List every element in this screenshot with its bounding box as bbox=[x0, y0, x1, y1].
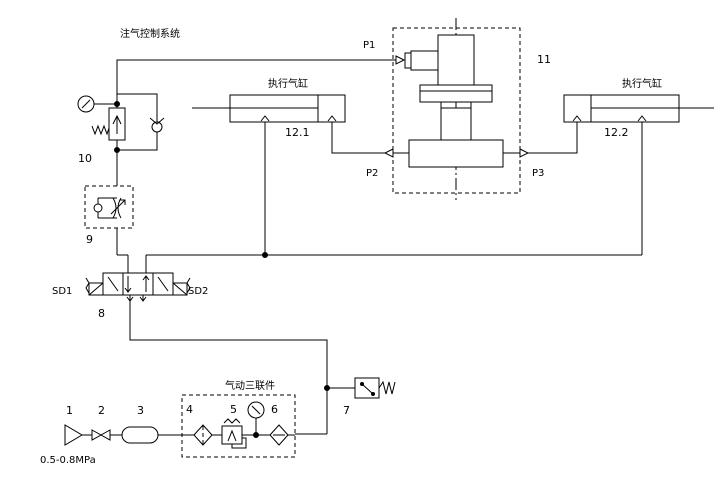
solenoid-valve-8 bbox=[85, 272, 191, 302]
label-12-1: 12.1 bbox=[285, 126, 310, 139]
label-4: 4 bbox=[186, 403, 193, 416]
label-cylinder-12-1: 执行气缸 bbox=[268, 77, 308, 90]
label-1: 1 bbox=[66, 404, 73, 417]
junction-dot bbox=[324, 385, 330, 391]
label-6: 6 bbox=[271, 403, 278, 416]
label-11: 11 bbox=[537, 53, 551, 66]
label-3: 3 bbox=[137, 404, 144, 417]
port-p1-arrow bbox=[395, 55, 406, 65]
label-p3: P3 bbox=[532, 168, 544, 179]
label-cylinder-12-2: 执行气缸 bbox=[622, 77, 662, 90]
port-p3-arrow bbox=[519, 148, 530, 158]
injection-assembly-11 bbox=[392, 18, 521, 200]
label-8: 8 bbox=[98, 307, 105, 320]
frl-unit bbox=[181, 394, 296, 458]
label-pressure: 0.5-0.8MPa bbox=[40, 455, 96, 466]
label-5: 5 bbox=[230, 403, 237, 416]
air-source-icon bbox=[64, 424, 83, 446]
air-tank-3 bbox=[121, 426, 159, 444]
diagram-title: 注气控制系统 bbox=[120, 27, 180, 40]
flow-control-valve-9 bbox=[84, 185, 134, 229]
label-p1: P1 bbox=[363, 40, 375, 51]
pressure-switch-7 bbox=[354, 377, 396, 399]
pressure-regulator-10 bbox=[77, 93, 165, 153]
port-p2-arrow bbox=[383, 148, 394, 158]
label-12-2: 12.2 bbox=[604, 126, 629, 139]
label-2: 2 bbox=[98, 404, 105, 417]
label-p2: P2 bbox=[366, 168, 378, 179]
label-7: 7 bbox=[343, 404, 350, 417]
label-frl: 气动三联件 bbox=[225, 379, 275, 392]
label-sd2: SD2 bbox=[188, 286, 208, 297]
cylinder-12-2 bbox=[563, 94, 714, 123]
label-9: 9 bbox=[86, 233, 93, 246]
cylinder-12-1 bbox=[192, 94, 346, 123]
junction-dot bbox=[262, 252, 268, 258]
label-10: 10 bbox=[78, 152, 92, 165]
label-sd1: SD1 bbox=[52, 286, 72, 297]
shutoff-valve-2 bbox=[91, 429, 111, 441]
